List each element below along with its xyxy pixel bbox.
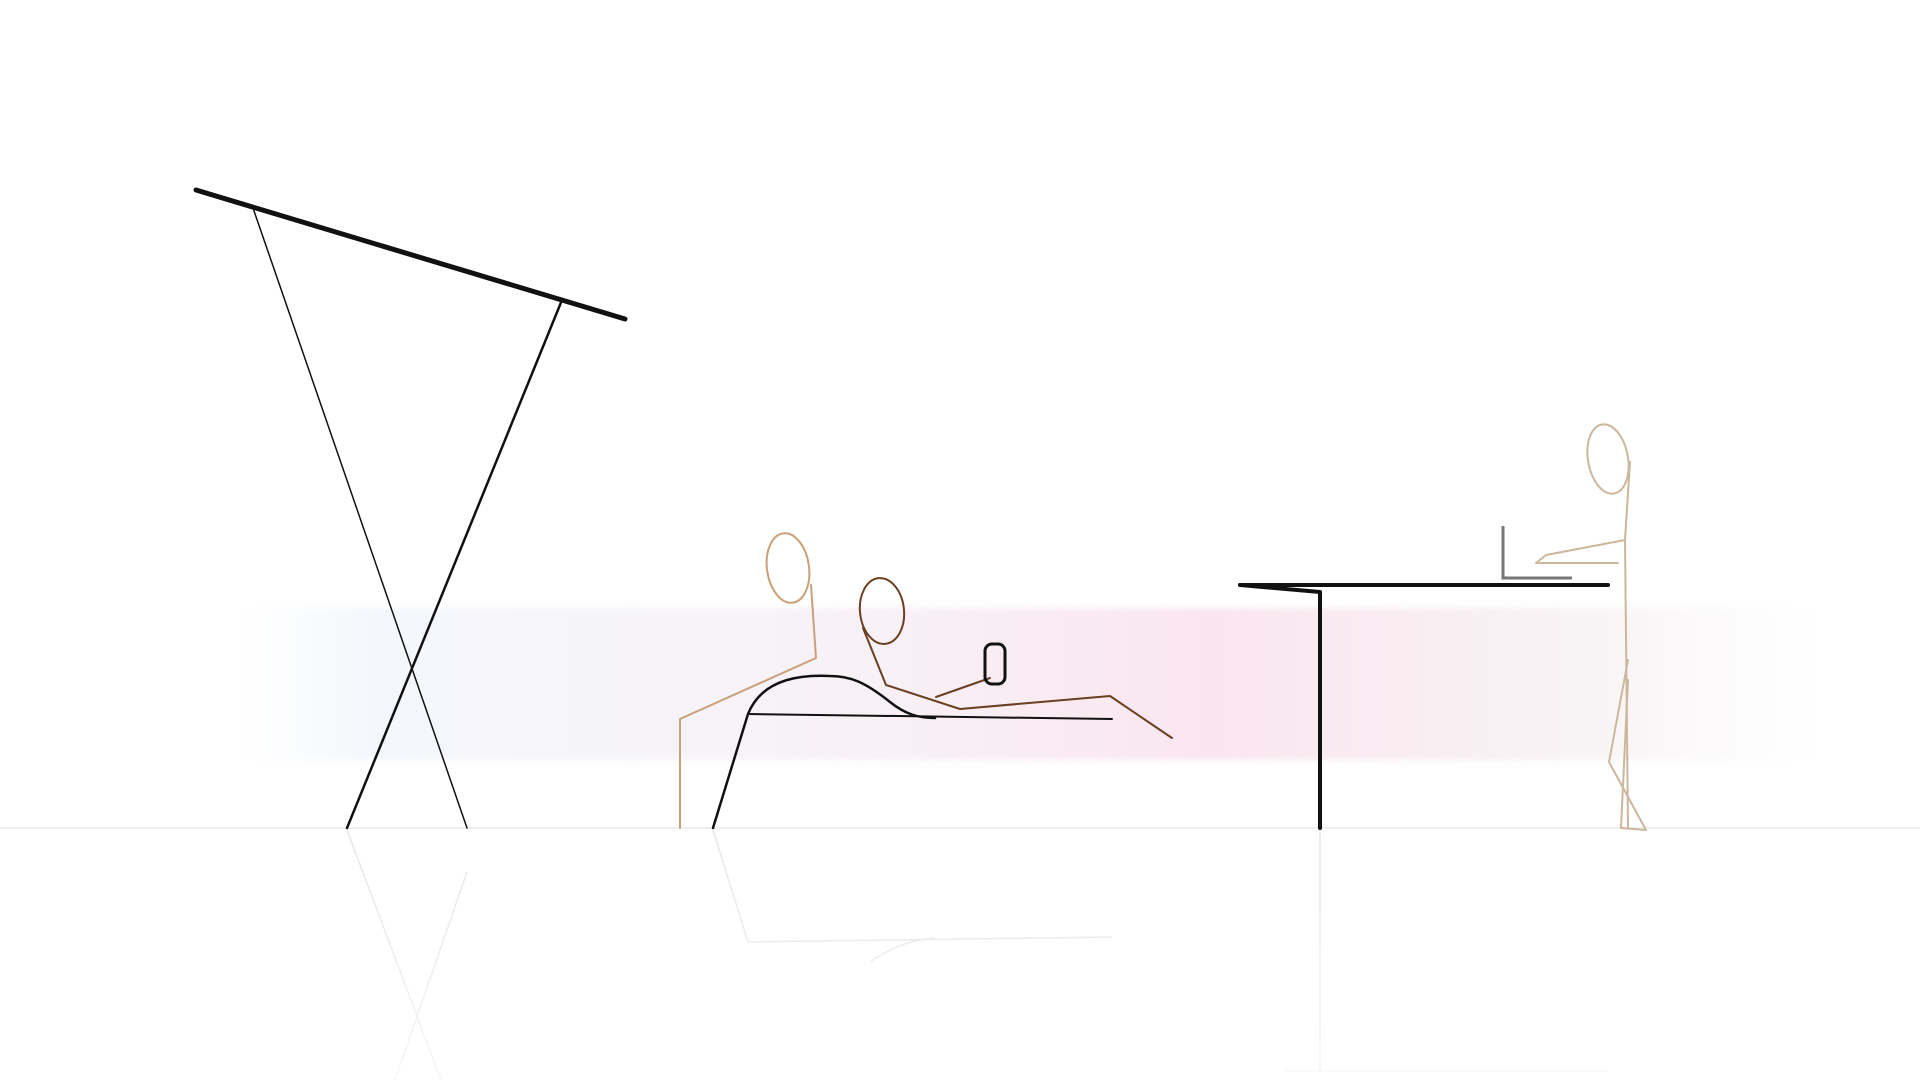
- standing-person-arm: [1535, 539, 1626, 564]
- standing-person: [1535, 423, 1647, 831]
- seated-person: [679, 532, 817, 829]
- standing-person-head: [1586, 423, 1630, 495]
- table-leg-left: [252, 207, 468, 829]
- phone-icon: [983, 642, 1007, 686]
- laptop-icon: [1501, 526, 1572, 580]
- chaise-seat: [747, 713, 1113, 720]
- chaise-back: [711, 674, 937, 830]
- tilted-tabletop: [193, 187, 628, 322]
- reclining-person-head: [858, 577, 906, 645]
- reflection-chaise-curve: [869, 937, 936, 963]
- seated-person-head: [765, 532, 811, 604]
- reflection-chaise: [712, 829, 1113, 943]
- background-glow-band: [240, 608, 1810, 760]
- seated-person-body: [679, 584, 817, 829]
- reclining-person: [858, 577, 1173, 739]
- reclining-person-body: [862, 627, 1173, 739]
- table-leg-right: [345, 298, 564, 830]
- desk: [1238, 583, 1610, 830]
- tilted-table: [193, 187, 628, 830]
- standing-person-torso: [1624, 461, 1631, 829]
- reclining-chaise: [711, 674, 1113, 830]
- reflection-table-leg-left: [394, 871, 468, 1080]
- reclining-person-arm: [935, 677, 991, 698]
- desk-top: [1238, 583, 1322, 830]
- floor-reflection: [346, 829, 1608, 1080]
- reflection-table-leg-right: [346, 829, 442, 1080]
